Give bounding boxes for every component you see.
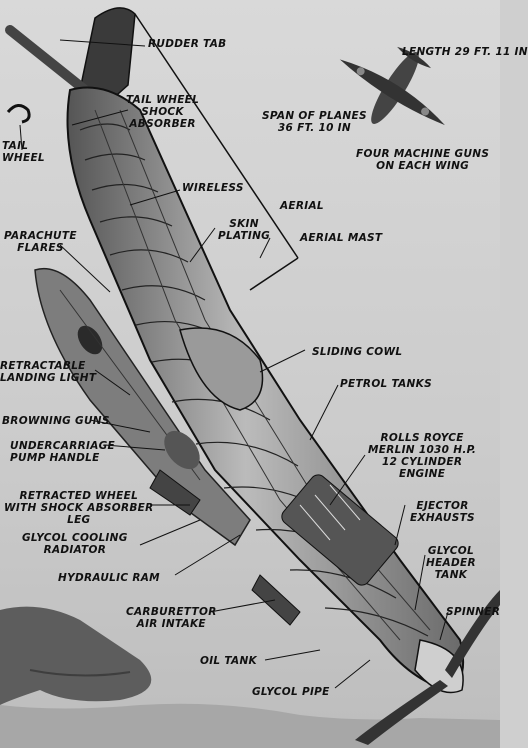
label-carburettor-air-intake: CARBURETTOR AIR INTAKE	[126, 606, 217, 630]
label-browning-guns: BROWNING GUNS	[2, 415, 110, 427]
leader-lines	[19, 39, 449, 689]
plan-view-aircraft	[339, 46, 445, 126]
label-machine-guns: FOUR MACHINE GUNS ON EACH WING	[356, 148, 490, 172]
label-length: LENGTH 29 FT. 11 IN	[402, 46, 528, 58]
label-tail-wheel-shock-absorber: TAIL WHEEL SHOCK ABSORBER	[126, 94, 200, 130]
label-tail-wheel: TAIL WHEEL	[2, 140, 45, 164]
label-wireless: WIRELESS	[182, 182, 244, 194]
label-skin-plating: SKIN PLATING	[218, 218, 271, 242]
label-petrol-tanks: PETROL TANKS	[340, 378, 432, 390]
label-undercarriage-pump-handle: UNDERCARRIAGE PUMP HANDLE	[10, 440, 116, 464]
spitfire-cutaway-artwork	[0, 0, 500, 748]
label-parachute-flares: PARACHUTE FLARES	[4, 230, 77, 254]
label-sliding-cowl: SLIDING COWL	[312, 346, 403, 358]
label-retracted-wheel: RETRACTED WHEEL WITH SHOCK ABSORBER LEG	[4, 490, 154, 526]
label-rudder-tab: RUDDER TAB	[148, 38, 227, 50]
label-engine: ROLLS ROYCE MERLIN 1030 H.P. 12 CYLINDER…	[368, 432, 477, 480]
tail-wheel-strut	[6, 104, 31, 124]
label-glycol-header-tank: GLYCOL HEADER TANK	[426, 545, 476, 581]
label-aerial: AERIAL	[280, 200, 324, 212]
label-span: SPAN OF PLANES 36 FT. 10 IN	[262, 110, 367, 134]
aerial-mast	[134, 13, 299, 291]
label-aerial-mast: AERIAL MAST	[300, 232, 383, 244]
label-spinner: SPINNER	[446, 606, 501, 618]
label-retractable-landing-light: RETRACTABLE LANDING LIGHT	[0, 360, 97, 384]
fuselage	[5, 7, 500, 745]
label-hydraulic-ram: HYDRAULIC RAM	[58, 572, 160, 584]
undercarriage	[149, 430, 301, 626]
label-glycol-pipe: GLYCOL PIPE	[252, 686, 330, 698]
label-ejector-exhausts: EJECTOR EXHAUSTS	[410, 500, 475, 524]
label-glycol-cooling-radiator: GLYCOL COOLING RADIATOR	[22, 532, 128, 556]
label-oil-tank: OIL TANK	[200, 655, 257, 667]
